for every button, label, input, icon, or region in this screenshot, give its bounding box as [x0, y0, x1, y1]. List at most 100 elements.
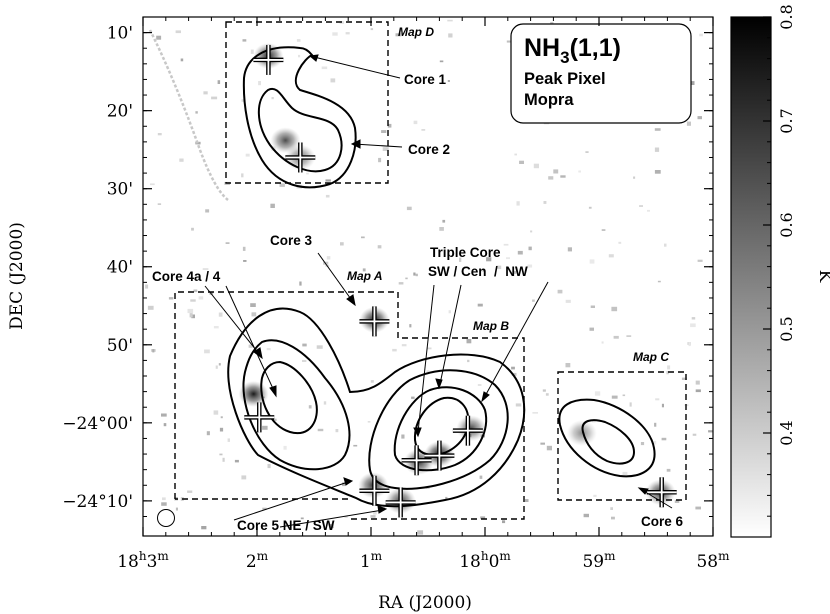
noise-pixel [262, 425, 268, 430]
noise-pixel [697, 116, 702, 120]
noise-pixel [241, 475, 247, 480]
noise-pixel [689, 81, 695, 85]
noise-pixel [217, 80, 221, 84]
noise-pixel [241, 173, 244, 178]
noise-pixel [147, 305, 154, 310]
noise-pixel [439, 227, 444, 231]
arrows [204, 54, 673, 528]
noise-pixel [392, 348, 397, 352]
noise-pixel [629, 402, 632, 407]
noise-pixel [517, 250, 523, 255]
noise-pixel [589, 327, 594, 331]
noise-pixel [578, 170, 581, 173]
noise-pixel [193, 289, 198, 293]
noise-pixel [180, 58, 184, 62]
label-triple-core: Triple Core [430, 245, 501, 260]
noise-pixel [162, 497, 166, 501]
noise-pixel [421, 129, 426, 131]
subtitle-line-2: Mopra [524, 91, 574, 109]
noise-pixel [583, 513, 589, 518]
noise-pixel [373, 511, 377, 515]
noise-pixel [511, 372, 517, 376]
map-d-box [225, 21, 389, 184]
map-a-box [174, 291, 525, 520]
noise-pixel [245, 153, 250, 157]
noise-pixel [267, 463, 271, 469]
noise-pixel [442, 219, 446, 223]
noise-pixel [332, 32, 338, 36]
noise-pixel [378, 157, 382, 163]
noise-pixel [708, 430, 713, 433]
noise-pixel [666, 371, 669, 375]
noise-pixel [300, 517, 304, 520]
noise-pixel [691, 317, 696, 320]
contour-core2-outer [242, 46, 357, 189]
noise-pixel [611, 306, 618, 312]
colorbar-tick-label: 0.6 [777, 212, 796, 237]
colorbar-ticks: 0.40.50.60.70.8 [763, 4, 796, 517]
noise-pixel [610, 507, 613, 510]
label-map-a: Map A [347, 269, 383, 283]
core-cross [285, 142, 316, 173]
noise-pixel [325, 194, 330, 198]
noise-pixel [317, 428, 324, 432]
noise-pixel [426, 370, 430, 372]
noise-pixel [242, 246, 246, 251]
label-triple-core-sub: SW / Cen / NW [428, 264, 528, 279]
noise-pixel [353, 444, 358, 447]
noise-pixel [251, 312, 257, 317]
label-map-d: Map D [398, 25, 434, 39]
colorbar: 0.40.50.60.70.8 K [730, 4, 830, 538]
core-cross [385, 487, 416, 518]
core-cross [424, 440, 455, 471]
noise-pixel [543, 201, 547, 204]
noise-pixel [445, 496, 448, 501]
noise-pixel [654, 422, 657, 427]
noise-pixel [686, 121, 691, 126]
noise-pixel [524, 499, 529, 502]
x-tick-label: 58m [696, 549, 730, 572]
contour-core6-inner [581, 419, 636, 465]
noise-pixel [377, 245, 382, 249]
noise-pixel [220, 416, 223, 419]
y-tick-label: 40' [107, 258, 133, 278]
noise-pixel [667, 365, 671, 370]
noise-pixel [661, 437, 667, 441]
noise-pixel [640, 442, 645, 446]
label-map-b: Map B [473, 319, 509, 333]
noise-pixel [415, 273, 418, 277]
noise-pixel [298, 54, 301, 58]
noise-pixel [601, 229, 606, 231]
noise-pixel [503, 243, 509, 246]
noise-pixel [553, 169, 559, 174]
core-cross [452, 415, 483, 446]
map-c-box [557, 371, 687, 501]
noise-pixel [335, 429, 339, 433]
noise-pixel [447, 80, 450, 82]
noise-pixel [248, 344, 253, 348]
noise-pixel [179, 158, 184, 162]
noise-pixel [308, 405, 312, 409]
noise-pixel [618, 241, 622, 244]
noise-pixel [540, 442, 545, 445]
contour-core6-outer [558, 398, 656, 478]
noise-pixel [361, 236, 365, 239]
noise-pixel [401, 344, 407, 347]
label-core-6: Core 6 [641, 514, 684, 529]
noise-pixel [241, 99, 245, 102]
noise-pixel [218, 312, 223, 317]
noise-pixel [527, 264, 533, 268]
noise-pixel [382, 147, 389, 151]
noise-pixel [611, 395, 618, 399]
noise-pixel [213, 326, 219, 329]
noise-pixel [266, 348, 271, 351]
noise-pixel [622, 394, 626, 397]
noise-pixel [511, 366, 515, 370]
noise-pixel [413, 272, 416, 276]
noise-pixel [532, 299, 535, 302]
noise-pixel [175, 507, 178, 511]
noise-pixel [168, 297, 174, 300]
noise-pixel [506, 257, 510, 260]
noise-pixel [250, 49, 254, 54]
noise-pixel [425, 487, 430, 489]
